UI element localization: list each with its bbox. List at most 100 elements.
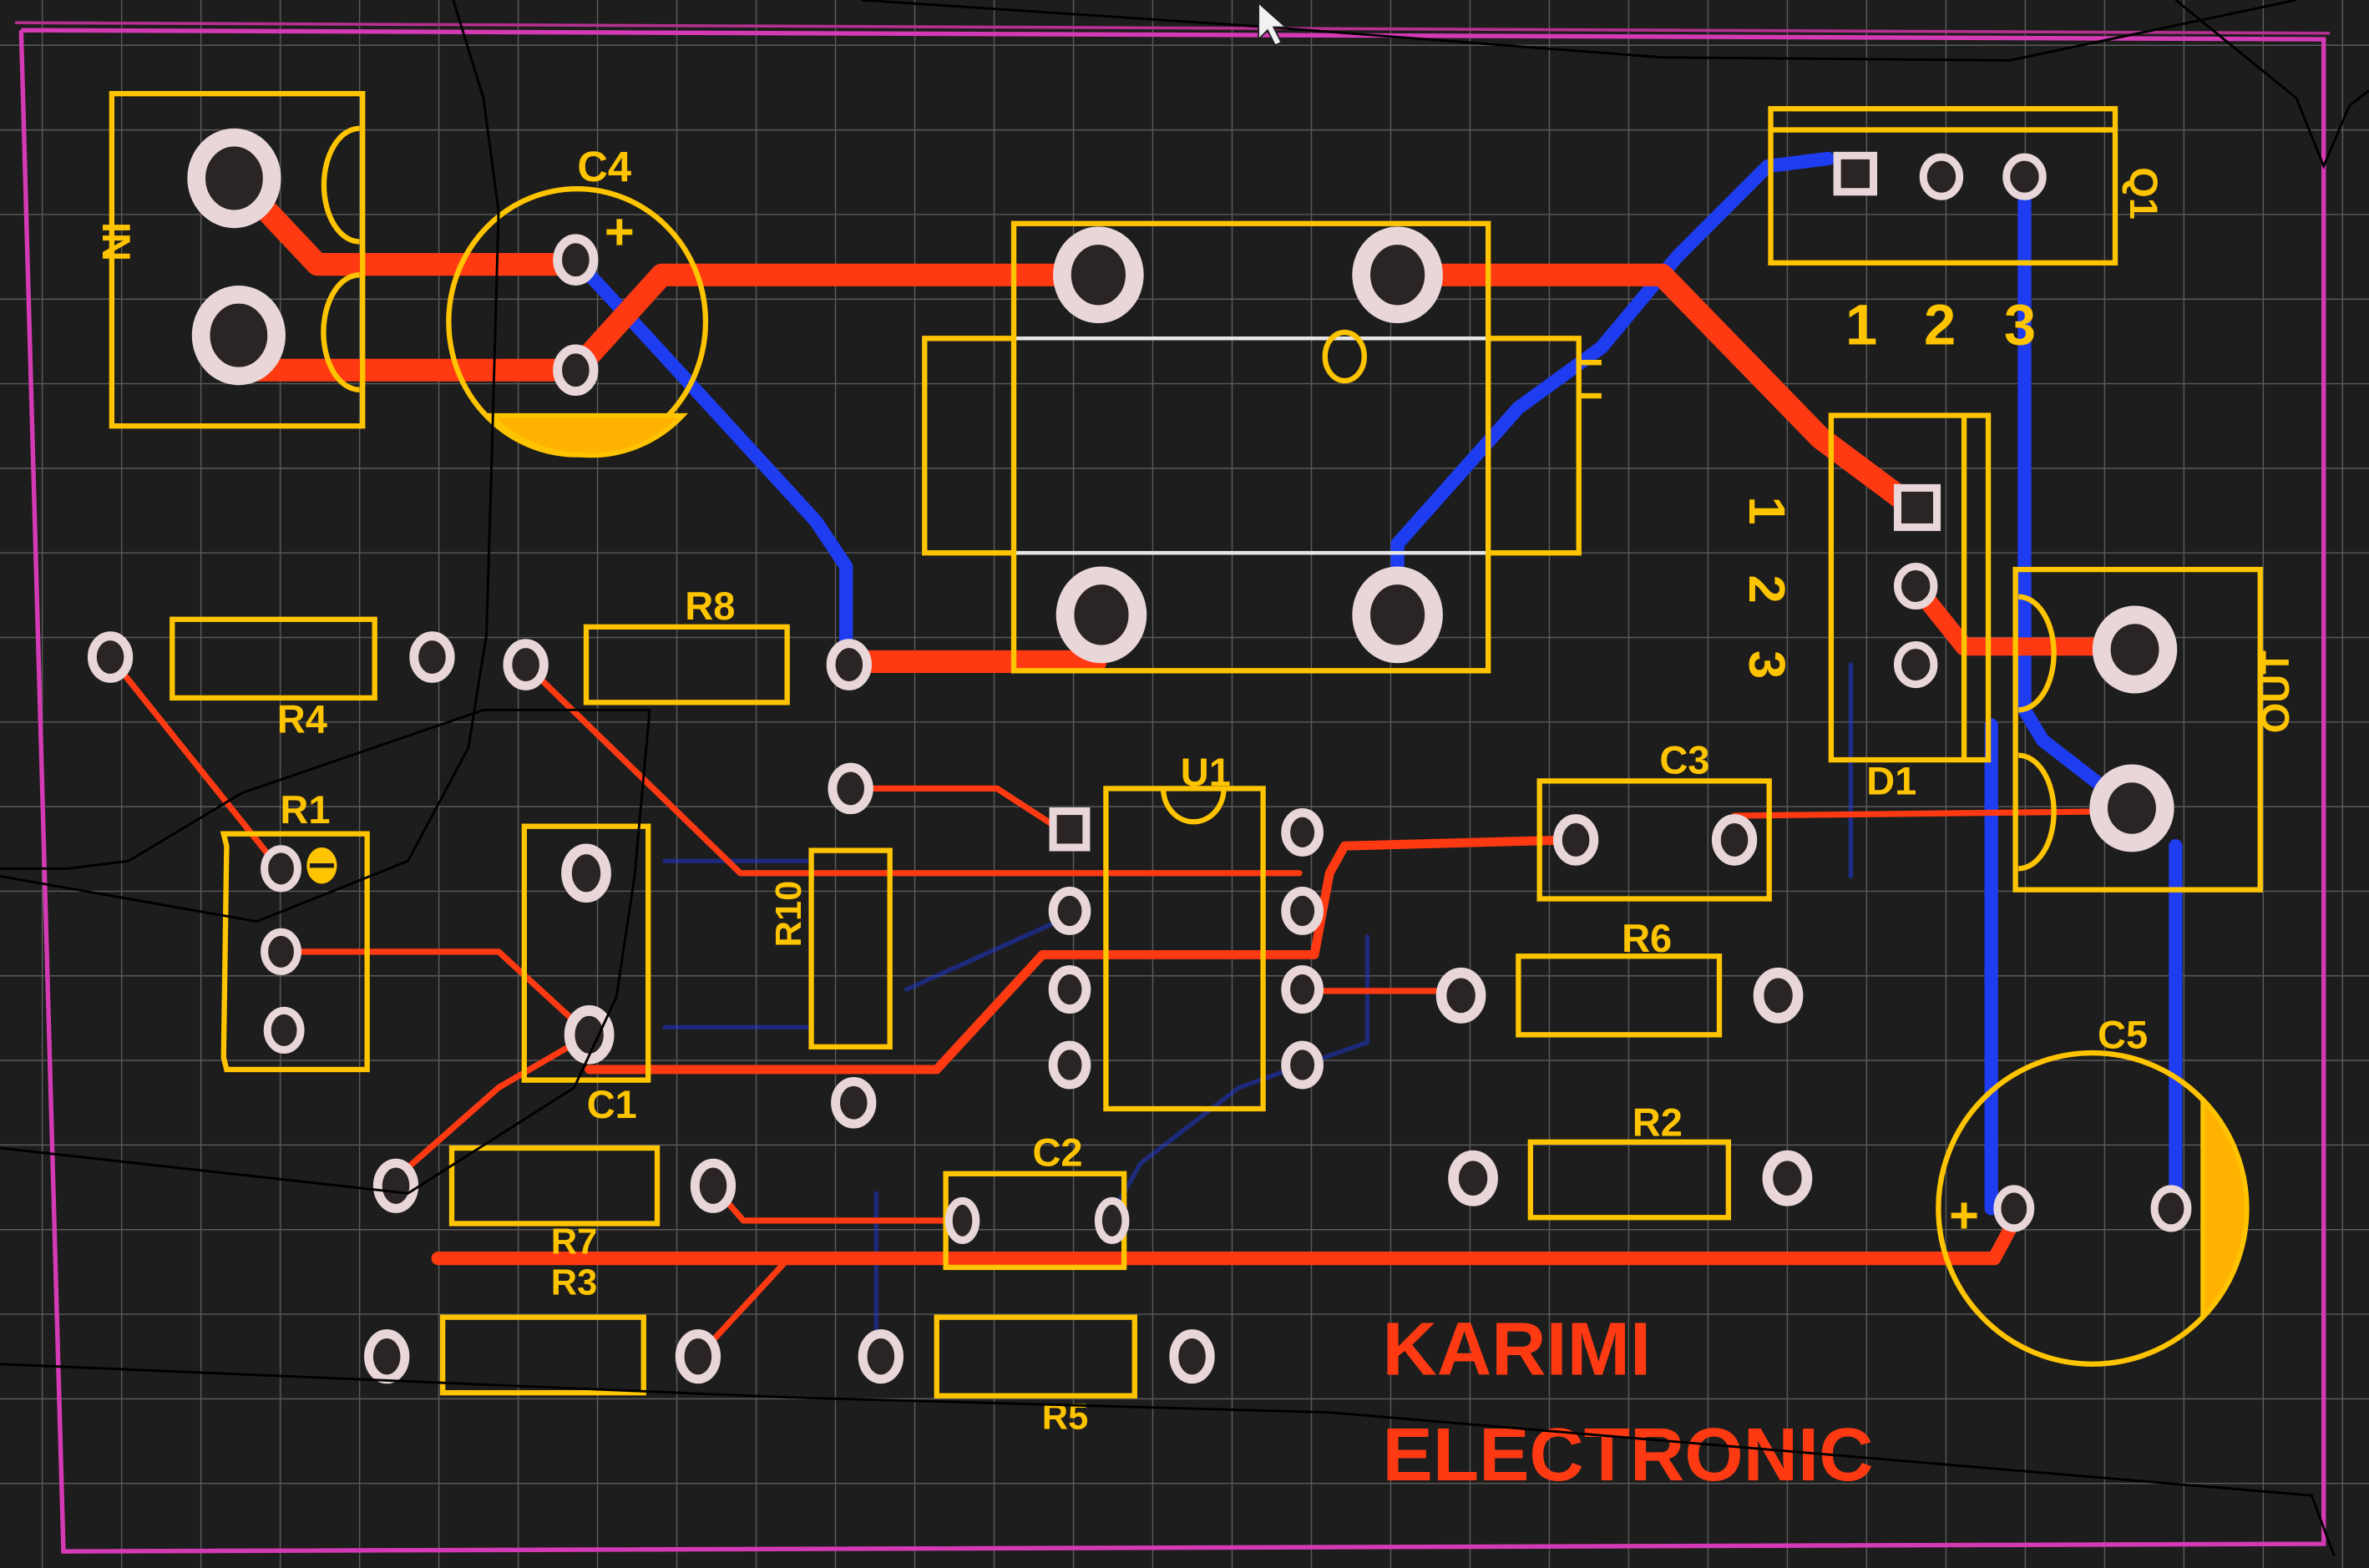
r7-label: R7 (551, 1222, 598, 1262)
pad[interactable] (1048, 1040, 1091, 1090)
pad[interactable] (2092, 605, 2178, 694)
pad[interactable] (409, 631, 455, 683)
pad[interactable] (1711, 814, 1758, 866)
component-r3[interactable]: R3 (364, 1263, 721, 1396)
pad[interactable] (553, 234, 599, 286)
component-u1[interactable]: U1 (1048, 750, 1324, 1112)
component-c3[interactable]: C3 (1536, 737, 1772, 902)
r6-outline (1516, 953, 1723, 1038)
pad[interactable] (263, 1006, 305, 1054)
pad[interactable] (261, 928, 301, 975)
pad[interactable] (553, 344, 599, 397)
pad[interactable] (261, 845, 301, 893)
component-r6[interactable]: R6 (1435, 916, 1804, 1038)
top-trace-signal[interactable] (1731, 807, 2134, 819)
component-r5[interactable]: R5 (858, 1314, 1215, 1438)
pad[interactable] (2089, 764, 2174, 852)
pad[interactable] (1552, 814, 1599, 866)
pad[interactable] (564, 1005, 615, 1065)
pad[interactable] (503, 639, 549, 690)
pad[interactable] (1893, 641, 1938, 689)
pad-square[interactable] (1049, 807, 1091, 852)
pad[interactable] (1053, 226, 1144, 324)
pad[interactable] (191, 285, 286, 386)
bottom-trace[interactable] (1390, 151, 1835, 619)
component-out[interactable]: OUT (2012, 566, 2297, 893)
pad-square[interactable] (1833, 151, 1878, 196)
pad[interactable] (1352, 566, 1443, 664)
bridge-silk-ends (922, 336, 1582, 556)
annotation-stroke (0, 1363, 2336, 1557)
pad[interactable] (944, 1196, 980, 1244)
bottom-trace-faint (1108, 934, 1370, 1219)
pad-square[interactable] (1893, 483, 1941, 531)
pad[interactable] (2002, 153, 2047, 200)
top-trace-signal[interactable] (523, 661, 1303, 877)
component-r1[interactable]: R1 (220, 787, 370, 1073)
component-r7[interactable]: R7 (372, 1145, 737, 1262)
pad[interactable] (1448, 1150, 1498, 1206)
pad[interactable] (690, 1158, 737, 1213)
r3-outline (439, 1314, 646, 1396)
component-r4[interactable]: R4 (87, 616, 455, 741)
bridge-silk-tick (1578, 360, 1602, 399)
component-in[interactable]: IN (94, 91, 366, 429)
pad[interactable] (1435, 967, 1486, 1024)
pad[interactable] (372, 1158, 419, 1213)
pad[interactable] (1094, 1196, 1130, 1244)
pad[interactable] (561, 843, 611, 903)
top-trace-signal[interactable] (585, 835, 1577, 1075)
pad[interactable] (831, 1076, 877, 1129)
c1-outline (521, 823, 651, 1083)
pad[interactable] (675, 1329, 721, 1384)
c4-negative-band (485, 412, 689, 458)
pad[interactable] (1993, 1185, 2035, 1232)
q1-pin-label: 1 (1845, 293, 1877, 357)
pad[interactable] (1281, 807, 1324, 857)
top-trace-signal[interactable] (848, 785, 1061, 832)
pad[interactable] (1048, 887, 1091, 935)
component-c1[interactable]: C1 (521, 823, 651, 1126)
pad[interactable] (1753, 967, 1804, 1024)
pad[interactable] (2150, 1185, 2192, 1232)
bottom-trace[interactable] (2017, 174, 2138, 816)
r2-outline (1527, 1139, 1732, 1221)
pad[interactable] (87, 631, 134, 683)
component-r10[interactable]: R10 (769, 762, 893, 1129)
pad[interactable] (826, 639, 872, 690)
u1-notch (1161, 788, 1227, 825)
pad[interactable] (1169, 1329, 1215, 1384)
pad[interactable] (364, 1329, 410, 1384)
out-screw-arc (2018, 594, 2057, 713)
component-r8[interactable]: R8 (503, 584, 872, 706)
pad[interactable] (1919, 153, 1964, 200)
pad[interactable] (1055, 566, 1147, 664)
component-d1[interactable]: D1 1 2 3 (1738, 412, 1992, 803)
component-bridge[interactable] (922, 220, 1602, 674)
top-trace-power[interactable] (230, 263, 1107, 382)
pad[interactable] (1281, 887, 1324, 935)
component-c2[interactable]: C2 (943, 1130, 1130, 1271)
component-r2[interactable]: R2 (1448, 1100, 1813, 1221)
pad[interactable] (1762, 1150, 1813, 1206)
pad[interactable] (1281, 1040, 1324, 1090)
pad[interactable] (828, 762, 873, 815)
pad[interactable] (187, 128, 281, 229)
top-trace-power[interactable] (1386, 263, 1927, 521)
board-outline-top-edge (15, 21, 2330, 35)
r8-outline (583, 624, 790, 706)
pad[interactable] (858, 1329, 904, 1384)
component-c5[interactable]: C5 + (1936, 1013, 2250, 1367)
top-trace-signal[interactable] (277, 948, 593, 1038)
pad[interactable] (1048, 965, 1091, 1014)
component-c4[interactable]: C4 + (446, 143, 709, 458)
q1-pin-label: 2 (1924, 293, 1956, 357)
top-trace-signal[interactable] (392, 1031, 593, 1181)
pad[interactable] (1352, 226, 1443, 324)
pad[interactable] (1281, 965, 1324, 1014)
annotation-stroke (0, 708, 651, 1195)
pad[interactable] (1893, 562, 1938, 610)
component-q1[interactable]: Q1 1 2 3 (1768, 106, 2167, 357)
r5-label: R5 (1042, 1398, 1089, 1438)
